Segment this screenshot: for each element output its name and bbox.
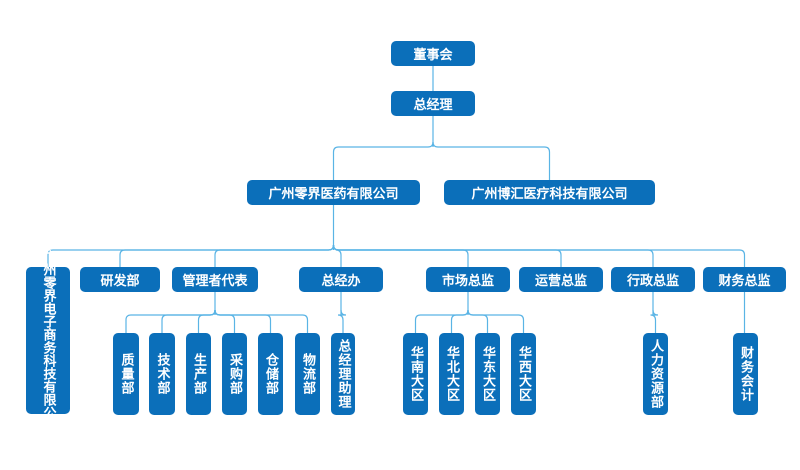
connector-gm-to-bohui_med	[432, 141, 551, 180]
org-node-label: 仓储部	[263, 353, 278, 395]
org-node-label: 华北大区	[444, 346, 459, 402]
org-node-label: 广州博汇医疗科技有限公司	[471, 187, 628, 202]
org-node-accounting[interactable]: 财务会计	[733, 333, 758, 415]
connector-lingjie_pharma-to-mgmt_rep	[214, 244, 335, 267]
org-node-label: 采购部	[227, 353, 242, 395]
org-node-label: 市场总监	[441, 274, 494, 289]
org-node-hr[interactable]: 人力资源部	[643, 333, 668, 415]
org-node-gm[interactable]: 总经理	[391, 91, 475, 116]
org-node-label: 华西大区	[516, 346, 531, 402]
org-node-label: 财务总监	[718, 274, 771, 289]
connector-marketing-to-north	[450, 309, 469, 333]
connector-mgmt_rep-to-production	[197, 309, 216, 333]
org-node-production[interactable]: 生产部	[186, 333, 211, 415]
connector-lingjie_pharma-to-lingjie_ecom	[47, 244, 335, 267]
org-node-mgmt-rep[interactable]: 管理者代表	[172, 267, 258, 292]
org-node-label: 总经理	[413, 98, 453, 113]
org-node-label: 技术部	[154, 353, 170, 395]
connector-lingjie_pharma-to-admin	[332, 244, 654, 267]
org-node-south[interactable]: 华南大区	[403, 333, 428, 415]
org-node-label: 生产部	[191, 353, 206, 395]
org-node-tech[interactable]: 技术部	[149, 333, 175, 415]
org-node-bohui-med[interactable]: 广州博汇医疗科技有限公司	[444, 180, 655, 205]
org-node-label: 广州零界医药有限公司	[268, 187, 399, 202]
connector-mgmt_rep-to-quality	[125, 309, 216, 333]
org-node-board[interactable]: 董事会	[391, 41, 475, 66]
org-node-label: 研发部	[100, 274, 140, 289]
org-node-label: 广州零界电子商务科技有限公司	[40, 249, 56, 432]
connector-mgmt_rep-to-tech	[161, 309, 216, 333]
org-node-label: 华东大区	[480, 346, 495, 402]
connector-marketing-to-east	[467, 309, 489, 333]
connector-mgmt_rep-to-logistics	[214, 309, 309, 333]
org-node-rnd[interactable]: 研发部	[80, 267, 160, 292]
org-node-label: 行政总监	[626, 274, 679, 289]
connector-mgmt_rep-to-purchasing	[214, 309, 236, 333]
org-node-lingjie-pharma[interactable]: 广州零界医药有限公司	[247, 180, 420, 205]
org-node-label: 物流部	[300, 353, 315, 395]
org-node-east[interactable]: 华东大区	[475, 333, 500, 415]
connector-lingjie_pharma-to-rnd	[119, 244, 335, 267]
org-node-label: 总经办	[321, 274, 361, 289]
org-node-label: 质量部	[118, 353, 134, 395]
org-node-north[interactable]: 华北大区	[439, 333, 464, 415]
connector-admin-to-hr	[650, 309, 659, 333]
org-node-purchasing[interactable]: 采购部	[222, 333, 247, 415]
org-node-label: 总经理助理	[335, 339, 351, 409]
org-node-lingjie-ecom[interactable]: 广州零界电子商务科技有限公司	[26, 250, 70, 432]
org-node-label: 财务会计	[738, 346, 753, 402]
org-node-quality[interactable]: 质量部	[113, 333, 139, 415]
org-node-west[interactable]: 华西大区	[511, 333, 536, 415]
connector-gm_office-to-gm_assistant	[337, 309, 347, 333]
org-node-gm-office[interactable]: 总经办	[299, 267, 383, 292]
org-node-finance[interactable]: 财务总监	[703, 267, 786, 292]
org-node-label: 董事会	[413, 48, 453, 63]
org-node-marketing[interactable]: 市场总监	[426, 267, 510, 292]
connector-lingjie_pharma-to-marketing	[332, 244, 469, 267]
connector-marketing-to-south	[414, 309, 469, 333]
connector-gm-to-lingjie_pharma	[332, 141, 434, 180]
connector-lingjie_pharma-to-operations	[332, 244, 562, 267]
connector-mgmt_rep-to-warehouse	[214, 309, 272, 333]
org-node-warehouse[interactable]: 仓储部	[258, 333, 283, 415]
org-node-logistics[interactable]: 物流部	[295, 333, 320, 415]
connector-marketing-to-west	[467, 309, 525, 333]
org-node-label: 人力资源部	[648, 339, 663, 409]
org-node-operations[interactable]: 运营总监	[519, 267, 603, 292]
org-node-gm-assistant[interactable]: 总经理助理	[331, 333, 355, 415]
org-node-label: 管理者代表	[182, 274, 248, 289]
org-node-label: 运营总监	[534, 274, 587, 289]
org-node-label: 华南大区	[408, 346, 423, 402]
org-node-admin[interactable]: 行政总监	[611, 267, 695, 292]
connector-lingjie_pharma-to-finance	[332, 244, 746, 267]
